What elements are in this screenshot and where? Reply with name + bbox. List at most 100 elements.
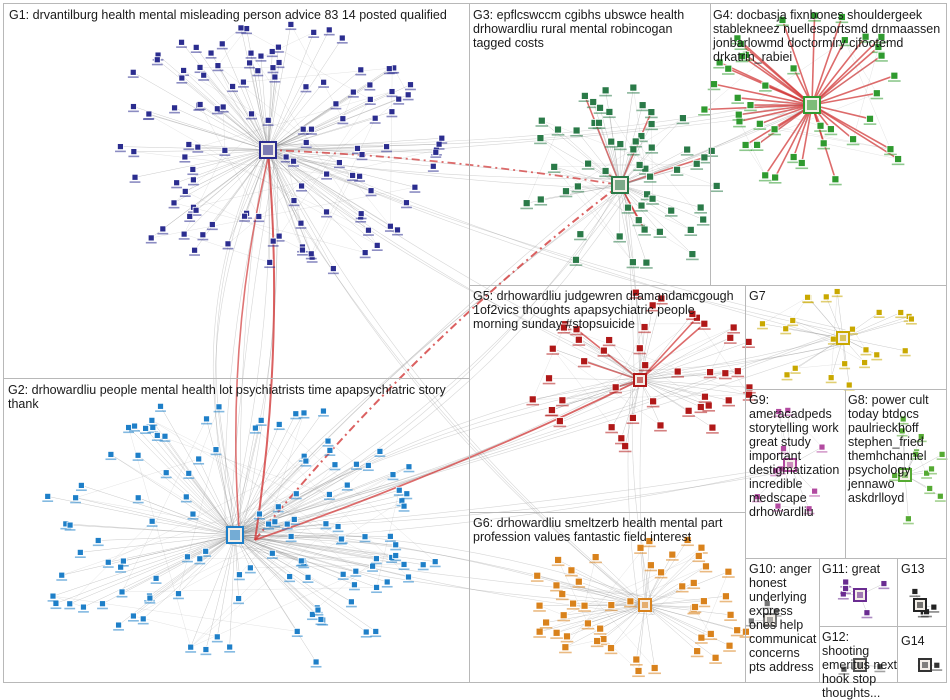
node-label-mark	[250, 432, 261, 434]
account-node-g2	[258, 417, 264, 423]
account-node-g2	[143, 425, 149, 431]
account-node-g6	[536, 602, 543, 609]
account-node-g3	[602, 87, 609, 94]
account-node-g2	[203, 548, 209, 554]
node-label-mark	[187, 173, 198, 175]
hub-node-g13-avatar	[917, 602, 923, 608]
node-label-mark	[244, 67, 255, 69]
account-node-g6	[543, 619, 550, 626]
node-label-mark	[706, 432, 719, 434]
account-node-g6	[651, 665, 658, 672]
node-label-mark	[418, 569, 429, 571]
node-label-mark	[350, 575, 361, 577]
account-node-g1	[299, 247, 305, 253]
account-node-g4	[747, 102, 754, 109]
account-node-g2	[323, 521, 329, 527]
account-node-g2	[135, 495, 141, 501]
node-label-mark	[184, 220, 195, 222]
account-node-g1	[215, 63, 221, 69]
node-label-mark	[51, 607, 62, 609]
account-node-g3	[687, 226, 694, 233]
group-label-g7: G7	[749, 289, 789, 303]
account-node-g11	[881, 581, 887, 587]
node-label-mark	[394, 494, 405, 496]
node-label-mark	[759, 180, 772, 182]
node-label-mark	[316, 623, 327, 625]
account-node-g2	[80, 604, 86, 610]
node-label-mark	[634, 353, 647, 355]
node-label-mark	[559, 652, 572, 654]
group-label-g3: G3: epflcswccm cgibhs ubswce health drho…	[473, 8, 705, 50]
account-node-g2	[293, 411, 299, 417]
account-node-g2	[162, 433, 168, 439]
edge	[241, 28, 268, 150]
edge	[76, 459, 199, 498]
account-node-g1	[362, 250, 368, 256]
node-label-mark	[436, 142, 447, 144]
node-label-mark	[182, 561, 193, 563]
account-node-g2	[298, 558, 304, 564]
edge	[200, 67, 268, 150]
hub-node-g11-avatar	[857, 592, 863, 598]
node-label-mark	[268, 245, 279, 247]
node-label-mark	[363, 234, 374, 236]
account-node-g1	[117, 144, 123, 150]
node-label-mark	[318, 86, 329, 88]
account-node-g6	[727, 611, 734, 618]
hub-node-g7-avatar	[840, 335, 846, 341]
node-label-mark	[632, 675, 645, 677]
node-label-mark	[556, 599, 569, 601]
node-label-mark	[370, 122, 381, 124]
edge	[620, 151, 712, 185]
account-node-g6	[637, 544, 644, 551]
node-label-mark	[733, 126, 746, 128]
node-label-mark	[847, 144, 860, 146]
account-node-g2	[396, 487, 402, 493]
node-label-mark	[694, 212, 707, 214]
account-node-g2	[287, 574, 293, 580]
node-label-mark	[337, 42, 348, 44]
node-label-mark	[832, 296, 843, 298]
node-label-mark	[64, 608, 75, 610]
node-label-mark	[264, 266, 275, 268]
node-label-mark	[42, 500, 53, 502]
node-label-mark	[133, 502, 144, 504]
account-node-g1	[291, 158, 297, 164]
account-node-g6	[559, 591, 566, 598]
node-label-mark	[123, 432, 134, 434]
account-node-g1	[433, 149, 439, 155]
node-label-mark	[390, 560, 401, 562]
node-label-mark	[217, 48, 228, 50]
account-node-g5	[657, 422, 664, 429]
account-node-g4	[725, 65, 732, 72]
node-label-mark	[768, 134, 781, 136]
account-node-g3	[629, 259, 636, 266]
edge	[232, 181, 614, 537]
account-node-g2	[303, 458, 309, 464]
edge	[339, 163, 390, 227]
node-label-mark	[655, 577, 668, 579]
edge	[228, 150, 268, 244]
node-label-mark	[281, 161, 292, 163]
node-label-mark	[874, 316, 885, 318]
node-label-mark	[212, 113, 223, 115]
account-node-g2	[140, 616, 146, 622]
account-node-g3	[537, 135, 544, 142]
account-node-g1	[339, 35, 345, 41]
account-node-g2	[404, 491, 410, 497]
node-label-mark	[403, 99, 414, 101]
node-label-mark	[404, 471, 415, 473]
node-label-mark	[331, 108, 342, 110]
node-label-mark	[428, 170, 439, 172]
account-node-g2	[327, 447, 333, 453]
node-label-mark	[629, 146, 642, 148]
account-node-g3	[562, 188, 569, 195]
node-label-mark	[321, 528, 332, 530]
node-label-mark	[219, 154, 230, 156]
node-label-mark	[817, 148, 830, 150]
node-label-mark	[282, 528, 293, 530]
account-node-g2	[149, 518, 155, 524]
account-node-g4	[895, 156, 902, 163]
group-label-g9: G9: ameracadpeds storytelling work great…	[749, 393, 845, 519]
node-label-mark	[140, 432, 151, 434]
